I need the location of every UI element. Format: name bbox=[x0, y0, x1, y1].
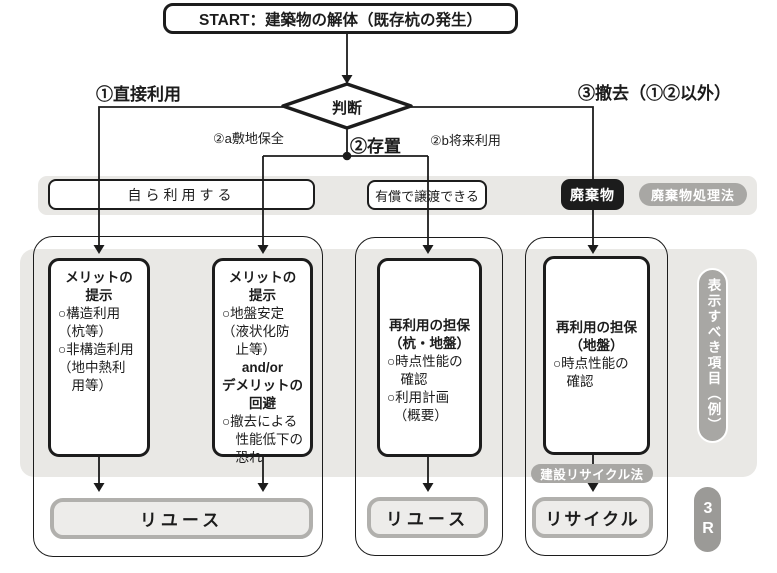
self-use-box: 自ら利用する bbox=[48, 179, 315, 210]
item-box-heading: 再利用の担保 （地盤） bbox=[556, 320, 637, 353]
branch-label-future-use: ②b将来利用 bbox=[430, 133, 501, 148]
junction-dot bbox=[342, 151, 352, 161]
arrowheads bbox=[93, 75, 599, 492]
outcome-recycle: リサイクル bbox=[532, 497, 653, 538]
item-box-direct-use: メリットの 提示 ○構造利用 （杭等） ○非構造利用 （地中熱利 用等） bbox=[48, 258, 150, 457]
outcome-reuse-mid: リユース bbox=[367, 497, 488, 538]
item-box-body2: ○撤去による 性能低下の 恐れ bbox=[222, 414, 303, 465]
branch-label-removal: ③撤去（①②以外） bbox=[578, 84, 731, 103]
item-box-future-use: 再利用の担保 （杭・地盤） ○時点性能の 確認 ○利用計画 （概要） bbox=[377, 258, 482, 457]
item-box-body: ○時点性能の 確認 bbox=[553, 356, 629, 389]
branch-label-site-preservation: ②a敷地保全 bbox=[213, 131, 284, 146]
item-box-heading: メリットの 提示 bbox=[228, 270, 297, 303]
item-box-heading: 再利用の担保 （杭・地盤） bbox=[389, 318, 470, 351]
branch-label-direct-use: ①直接利用 bbox=[96, 85, 181, 104]
group-future-use bbox=[355, 237, 503, 556]
item-box-body: ○地盤安定 （液状化防 止等） bbox=[222, 306, 290, 357]
paid-transfer-box: 有償で譲渡できる bbox=[367, 180, 487, 210]
three-r-pill: 3R bbox=[694, 487, 721, 552]
item-box-removal: 再利用の担保 （地盤） ○時点性能の 確認 bbox=[543, 256, 650, 455]
item-box-body: ○構造利用 （杭等） ○非構造利用 （地中熱利 用等） bbox=[58, 306, 134, 393]
outcome-reuse-left: リユース bbox=[50, 498, 313, 539]
construction-recycle-law-pill: 建設リサイクル法 bbox=[531, 464, 653, 483]
item-box-heading2: デメリットの 回避 bbox=[222, 378, 303, 411]
group-direct-and-site bbox=[33, 236, 323, 557]
decision-diamond bbox=[281, 82, 413, 130]
item-box-connector: and/or bbox=[241, 360, 284, 375]
group-removal bbox=[525, 237, 668, 556]
branch-label-leave-in-place: ②存置 bbox=[350, 137, 401, 156]
waste-disposal-law-pill: 廃棄物処理法 bbox=[639, 183, 747, 206]
decision-label: 判断 bbox=[331, 100, 362, 117]
start-node: START：建築物の解体（既存杭の発生） bbox=[163, 3, 518, 34]
display-items-pill: 表示すべき項目（例） bbox=[697, 268, 728, 443]
item-box-site-preservation: メリットの 提示 ○地盤安定 （液状化防 止等） and/or デメリットの 回… bbox=[212, 258, 313, 465]
waste-box: 廃棄物 bbox=[561, 179, 624, 210]
item-box-heading: メリットの 提示 bbox=[65, 270, 133, 303]
item-box-body: ○時点性能の 確認 ○利用計画 （概要） bbox=[387, 354, 463, 423]
